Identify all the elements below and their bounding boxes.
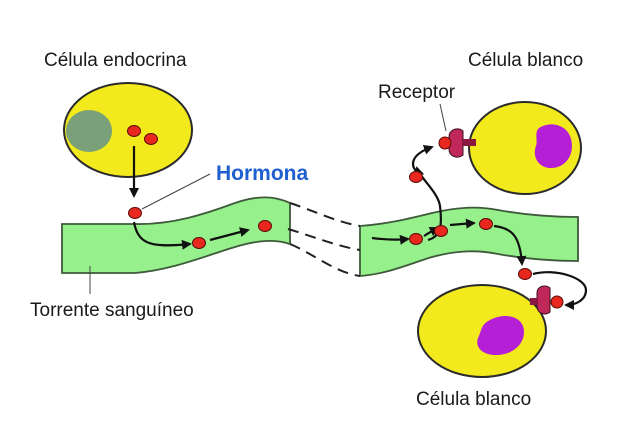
hormone-label: Hormona <box>216 162 308 185</box>
endocrine-cell-label: Célula endocrina <box>44 50 187 71</box>
hormone-dot <box>144 133 158 145</box>
hormone-dot <box>479 218 493 230</box>
hormone-dot <box>409 171 423 183</box>
hormone-dot <box>434 225 448 237</box>
receptor-icon <box>438 128 476 158</box>
bloodstream-gap <box>287 202 361 277</box>
receptor-label: Receptor <box>378 82 456 103</box>
target-cell-bottom-label: Célula blanco <box>416 389 531 410</box>
arrow-icon <box>493 224 527 266</box>
target-cell-top <box>468 101 582 195</box>
arrow-icon <box>209 227 250 242</box>
arrow-icon <box>371 234 410 245</box>
arrow-icon <box>132 221 192 250</box>
endocrine-nucleus <box>66 110 112 152</box>
hormone-dot <box>409 233 423 245</box>
bloodstream-right <box>359 206 579 277</box>
hormone-dot <box>127 125 141 137</box>
flow-arrows <box>129 144 588 310</box>
arrow-icon <box>532 271 588 310</box>
hormone-dot <box>192 237 206 249</box>
hormone-dot <box>128 207 142 219</box>
target-nucleus-bottom <box>477 316 524 356</box>
hormone-dot <box>518 268 532 280</box>
target-nucleus-top <box>534 124 572 168</box>
receptor-icon <box>530 285 564 315</box>
bloodstream-label: Torrente sanguíneo <box>30 300 194 321</box>
arrow-icon <box>412 144 434 172</box>
leader-lines <box>89 103 447 294</box>
target-cell-top-label: Célula blanco <box>468 50 583 71</box>
arrow-icon <box>449 218 476 229</box>
bloodstream-left <box>61 196 291 274</box>
hormone-dot <box>258 220 272 232</box>
hormones <box>127 125 532 280</box>
target-cell-bottom <box>417 284 547 378</box>
